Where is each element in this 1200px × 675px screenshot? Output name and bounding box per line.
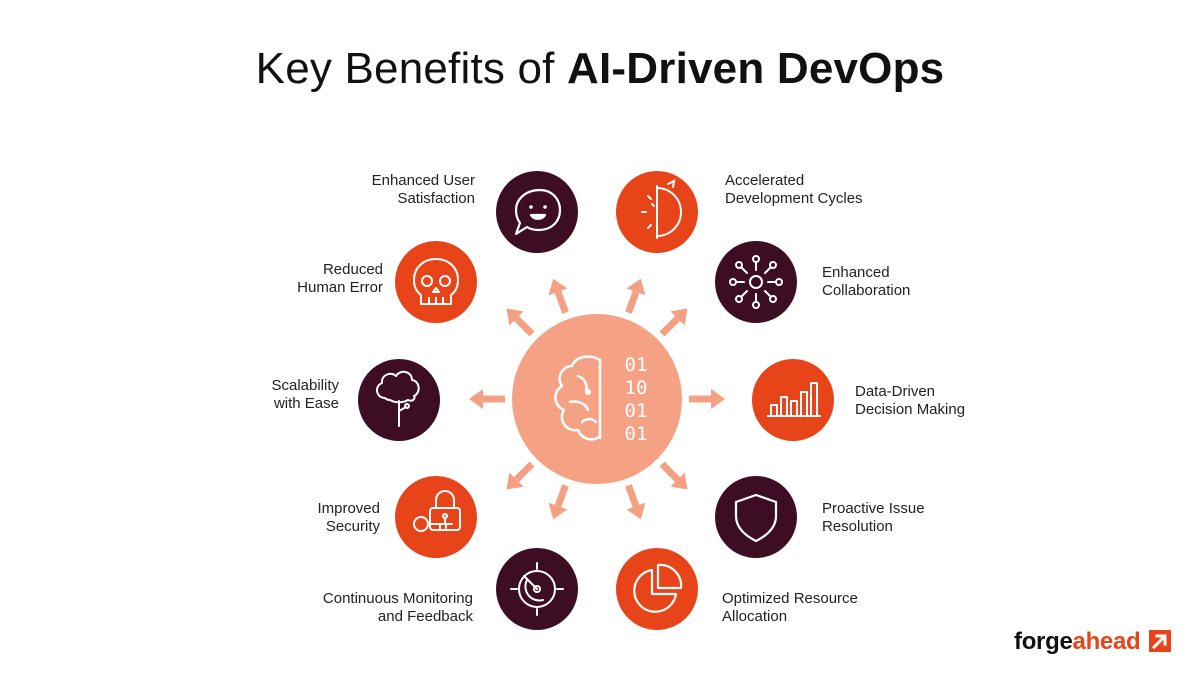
- shield-icon: [734, 493, 778, 543]
- arrow-shaft: [625, 290, 640, 314]
- benefit-circle: [715, 241, 797, 323]
- logo-mark-icon: [1148, 630, 1171, 652]
- arrow-head: [548, 502, 568, 520]
- benefit-node-monitoring: [496, 548, 578, 630]
- label-collaboration: Enhanced Collaboration: [822, 264, 911, 299]
- benefit-node-collaboration: [715, 241, 797, 323]
- benefit-node-human-error: [395, 241, 477, 323]
- arrow-shaft: [554, 290, 569, 314]
- network-hub-icon: [729, 255, 783, 309]
- binary-row: 01: [625, 400, 648, 422]
- arrow-shaft: [513, 315, 535, 337]
- arrow-head: [670, 472, 688, 490]
- arrow-shaft: [625, 484, 640, 508]
- benefit-node-accelerated: [616, 171, 698, 253]
- arrow-head: [626, 502, 646, 520]
- benefit-node-scalability: [358, 359, 440, 441]
- arrow-head: [469, 389, 483, 409]
- arrow-shaft: [554, 484, 569, 508]
- label-optimized: Optimized Resource Allocation: [722, 590, 858, 625]
- arrow-head: [548, 278, 568, 296]
- label-human-error: Reduced Human Error: [297, 261, 383, 296]
- benefit-node-proactive: [715, 476, 797, 558]
- logo-text-forge: forge: [1014, 628, 1073, 655]
- title-bold: AI-Driven DevOps: [567, 44, 945, 93]
- center-node: 01 10 01 01: [512, 314, 682, 484]
- label-security: Improved Security: [317, 500, 380, 535]
- arrow-head: [506, 472, 524, 490]
- center-circle: [512, 314, 682, 484]
- arrows: [469, 278, 725, 520]
- benefit-node-optimized: [616, 548, 698, 630]
- arrow-shaft: [659, 315, 681, 337]
- binary-digits: 01 10 01 01: [625, 354, 648, 445]
- arrow-head: [506, 308, 524, 326]
- logo-text-ahead: ahead: [1072, 628, 1141, 655]
- bar-chart-icon: [767, 382, 821, 417]
- arrow-head: [670, 308, 688, 326]
- arrow-head: [626, 278, 646, 296]
- forgeahead-logo: forgeahead: [1014, 628, 1171, 656]
- skull-icon: [413, 258, 459, 305]
- benefit-circle: [715, 476, 797, 558]
- benefit-node-data-driven: [752, 359, 834, 441]
- label-scalability: Scalability with Ease: [271, 377, 339, 412]
- arrow-shaft: [659, 461, 681, 483]
- label-data-driven: Data-Driven Decision Making: [855, 383, 966, 418]
- radar-icon: [510, 562, 564, 616]
- arrow-head: [711, 389, 725, 409]
- key-lock-icon: [413, 490, 461, 532]
- benefit-node-user-satisfaction: [496, 171, 578, 253]
- title-regular: Key Benefits of: [255, 44, 568, 93]
- tree-cloud-icon: [376, 370, 420, 427]
- label-monitoring: Continuous Monitoring and Feedback: [322, 590, 473, 625]
- label-user-satisfaction: Enhanced User Satisfaction: [371, 172, 475, 207]
- binary-row: 01: [625, 354, 648, 376]
- label-accelerated: Accelerated Development Cycles: [725, 172, 863, 207]
- benefit-circle: [395, 476, 477, 558]
- page-title: Key Benefits of AI-Driven DevOps: [0, 44, 1200, 94]
- benefit-node-security: [395, 476, 477, 558]
- benefit-circle: [496, 171, 578, 253]
- benefit-circle: [395, 241, 477, 323]
- half-clock-icon: [641, 179, 682, 239]
- arrow-shaft: [513, 461, 535, 483]
- brain-binary-icon: [554, 355, 602, 441]
- binary-row: 01: [625, 423, 648, 445]
- pie-chart-icon: [633, 563, 683, 613]
- label-proactive: Proactive Issue Resolution: [822, 500, 925, 535]
- chat-smile-icon: [514, 188, 562, 236]
- benefit-circle: [616, 548, 698, 630]
- binary-row: 10: [625, 377, 648, 399]
